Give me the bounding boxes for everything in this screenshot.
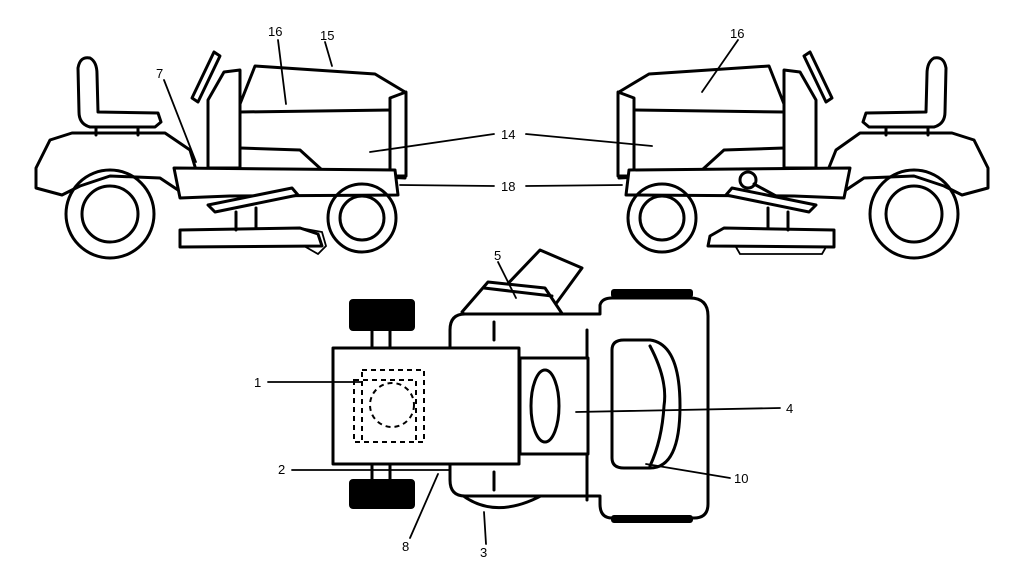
callout-8: 8 <box>402 539 409 554</box>
left-mower-deck <box>178 226 324 249</box>
left-steering-wheel <box>190 50 222 104</box>
right-hood <box>617 64 786 180</box>
callout-3: 3 <box>480 545 487 560</box>
left-side-view <box>34 50 408 260</box>
leader-10 <box>645 463 731 479</box>
top-rear-tire-upper <box>349 299 415 331</box>
right-dash-tower <box>782 68 818 170</box>
right-side-view <box>616 50 990 260</box>
leader-3 <box>483 511 487 545</box>
left-deck-hanger <box>234 206 258 232</box>
top-deck-seam <box>482 286 554 298</box>
left-front-wheel-hub <box>338 194 386 242</box>
top-hood-scoop <box>610 338 682 470</box>
top-rear-tire-lower <box>349 479 415 509</box>
leader-lines <box>163 39 781 545</box>
leader-16-left <box>277 39 287 105</box>
right-lift-lever-knob <box>738 170 758 190</box>
right-seat-support <box>884 125 930 137</box>
right-front-wheel <box>626 182 698 254</box>
leader-18-right <box>525 184 623 187</box>
left-footrest <box>206 186 300 214</box>
right-grille <box>616 90 636 178</box>
left-rear-wheel-hub <box>80 184 140 244</box>
right-steering-wheel <box>802 50 834 104</box>
right-footrest <box>724 186 818 214</box>
right-deck-skirt <box>735 246 827 255</box>
right-mower-deck <box>706 226 836 249</box>
leader-4 <box>575 407 781 413</box>
leader-14-right <box>525 133 653 147</box>
left-dash-tower <box>206 68 242 170</box>
callout-2: 2 <box>278 462 285 477</box>
left-seat-support <box>94 125 140 137</box>
callout-4: 4 <box>786 401 793 416</box>
right-deck-hanger <box>766 206 790 232</box>
callout-16-left: 16 <box>268 24 282 39</box>
top-battery-shadow <box>353 379 417 443</box>
top-front-bumper-upper <box>611 289 693 298</box>
leader-16-right <box>701 39 739 93</box>
right-rear-wheel <box>868 168 960 260</box>
right-rear-wheel-hub <box>884 184 944 244</box>
callout-5: 5 <box>494 248 501 263</box>
left-hood-crease <box>238 108 394 172</box>
top-rear-axle <box>370 328 392 482</box>
top-hood-scoop-inner <box>648 344 667 468</box>
top-rear-box <box>331 346 521 466</box>
leader-5 <box>497 261 517 299</box>
top-steering-wheel <box>529 368 561 444</box>
leader-18-left <box>399 184 495 187</box>
leader-15-left <box>324 41 333 67</box>
callout-16-right: 16 <box>730 26 744 41</box>
callout-15-left: 15 <box>320 28 334 43</box>
left-rear-wheel <box>64 168 156 260</box>
callout-7-left: 7 <box>156 66 163 81</box>
right-front-wheel-hub <box>638 194 686 242</box>
right-hood-crease <box>630 108 786 172</box>
callout-18: 18 <box>501 179 515 194</box>
left-hood <box>238 64 407 180</box>
leader-7-left <box>163 79 197 163</box>
right-seat-back <box>861 56 948 129</box>
left-front-wheel <box>326 182 398 254</box>
top-front-bumper-lower <box>611 515 693 523</box>
top-fuel-cap <box>369 382 415 428</box>
leader-8 <box>409 473 439 539</box>
right-lift-lever <box>752 182 778 198</box>
left-grille <box>388 90 408 178</box>
callout-14: 14 <box>501 127 515 142</box>
top-view <box>331 248 710 523</box>
leader-14-left <box>369 133 495 153</box>
left-discharge-chute <box>299 227 328 256</box>
callout-1: 1 <box>254 375 261 390</box>
left-seat-back <box>76 56 163 129</box>
callout-labels: 16 15 7 14 18 16 5 1 4 2 10 8 3 <box>156 24 793 560</box>
callout-10: 10 <box>734 471 748 486</box>
